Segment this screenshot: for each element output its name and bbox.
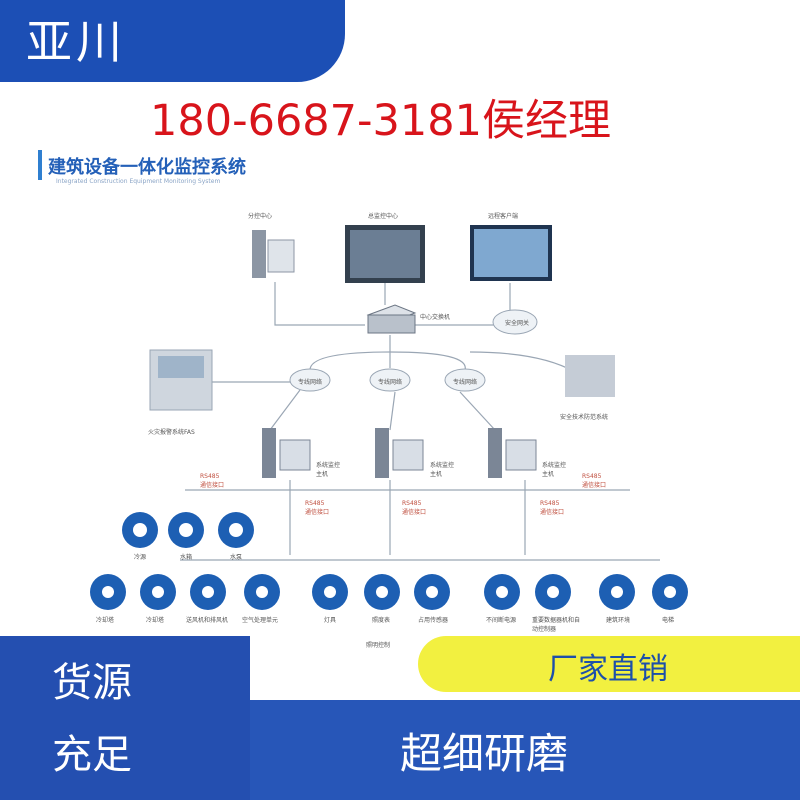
label-ring-1: 专线网络: [298, 379, 323, 386]
diagram-title: 建筑设备一体化监控系统: [48, 157, 246, 178]
device-label: 送风机和排风机: [186, 617, 229, 624]
device-label: 占用传感器: [418, 617, 449, 624]
brand-name: 亚川: [26, 15, 126, 69]
label-rs485-5: RS485 通信接口: [582, 473, 607, 489]
label-sub-control: 分控中心: [248, 213, 273, 220]
central-switch-icon: [367, 314, 416, 334]
label-rs485-4: RS485 通信接口: [540, 500, 565, 516]
label-fas: 火灾报警系统FAS: [148, 429, 195, 436]
device-label: 空气处理单元: [242, 617, 279, 624]
device-label: 不间断电源: [486, 617, 517, 624]
device-label: 冷源: [134, 554, 147, 561]
device-label: 重要数据器机和自动控制器: [532, 617, 581, 633]
host-tower-icon: [262, 428, 276, 478]
bottom-right-banner: [250, 700, 800, 800]
gateway-cloud-icon: [492, 309, 538, 335]
label-security: 安全技术防范系统: [560, 414, 609, 421]
label-ring-3: 专线网络: [453, 379, 478, 386]
slogan-supply-line2: 充足: [52, 732, 132, 778]
device-label: 冷却塔: [146, 617, 165, 624]
device-label: 水泵: [230, 554, 243, 561]
slogan-fine-grinding: 超细研磨: [400, 729, 569, 778]
label-rs485-3: RS485 通信接口: [402, 500, 427, 516]
label-rs485-1: RS485 通信接口: [200, 473, 225, 489]
bottom-left-banner: [0, 636, 250, 800]
label-remote-client: 远程客户端: [488, 213, 519, 220]
control-tower-icon: [252, 230, 266, 278]
device-label: 灯具: [324, 617, 337, 624]
yellow-badge: [418, 636, 800, 692]
label-host-3: 系统监控 主机: [542, 462, 567, 478]
device-label: 水箱: [180, 554, 193, 561]
diagram-subtitle: Integrated Construction Equipment Monito…: [56, 178, 221, 185]
brand-tab: [0, 0, 345, 82]
label-host-2: 系统监控 主机: [430, 462, 455, 478]
label-main-control: 总监控中心: [368, 213, 399, 220]
host-tower-icon: [488, 428, 502, 478]
device-label: 照度表: [372, 617, 391, 624]
network-cloud-icon: [444, 368, 486, 392]
label-host-1: 系统监控 主机: [316, 462, 341, 478]
network-cloud-icon: [369, 368, 411, 392]
slogan-factory-direct: 厂家直销: [548, 652, 668, 687]
title-accent: [38, 150, 42, 180]
label-switch: 中心交换机: [420, 314, 451, 321]
device-label: 建筑环境: [606, 617, 631, 624]
label-ring-2: 专线网络: [378, 379, 403, 386]
label-rs485-2: RS485 通信接口: [305, 500, 330, 516]
host-tower-icon: [375, 428, 389, 478]
contact-phone: 180-6687-3181侯经理: [150, 96, 611, 146]
network-cloud-icon: [289, 368, 331, 392]
slogan-supply-line1: 货源: [52, 660, 132, 706]
label-gateway: 安全网关: [505, 320, 530, 327]
device-label: 冷却塔: [96, 617, 115, 624]
security-station-icon: [565, 355, 615, 397]
device-label: 电梯: [662, 617, 675, 624]
lighting-group-label: 照明控制: [366, 642, 391, 649]
